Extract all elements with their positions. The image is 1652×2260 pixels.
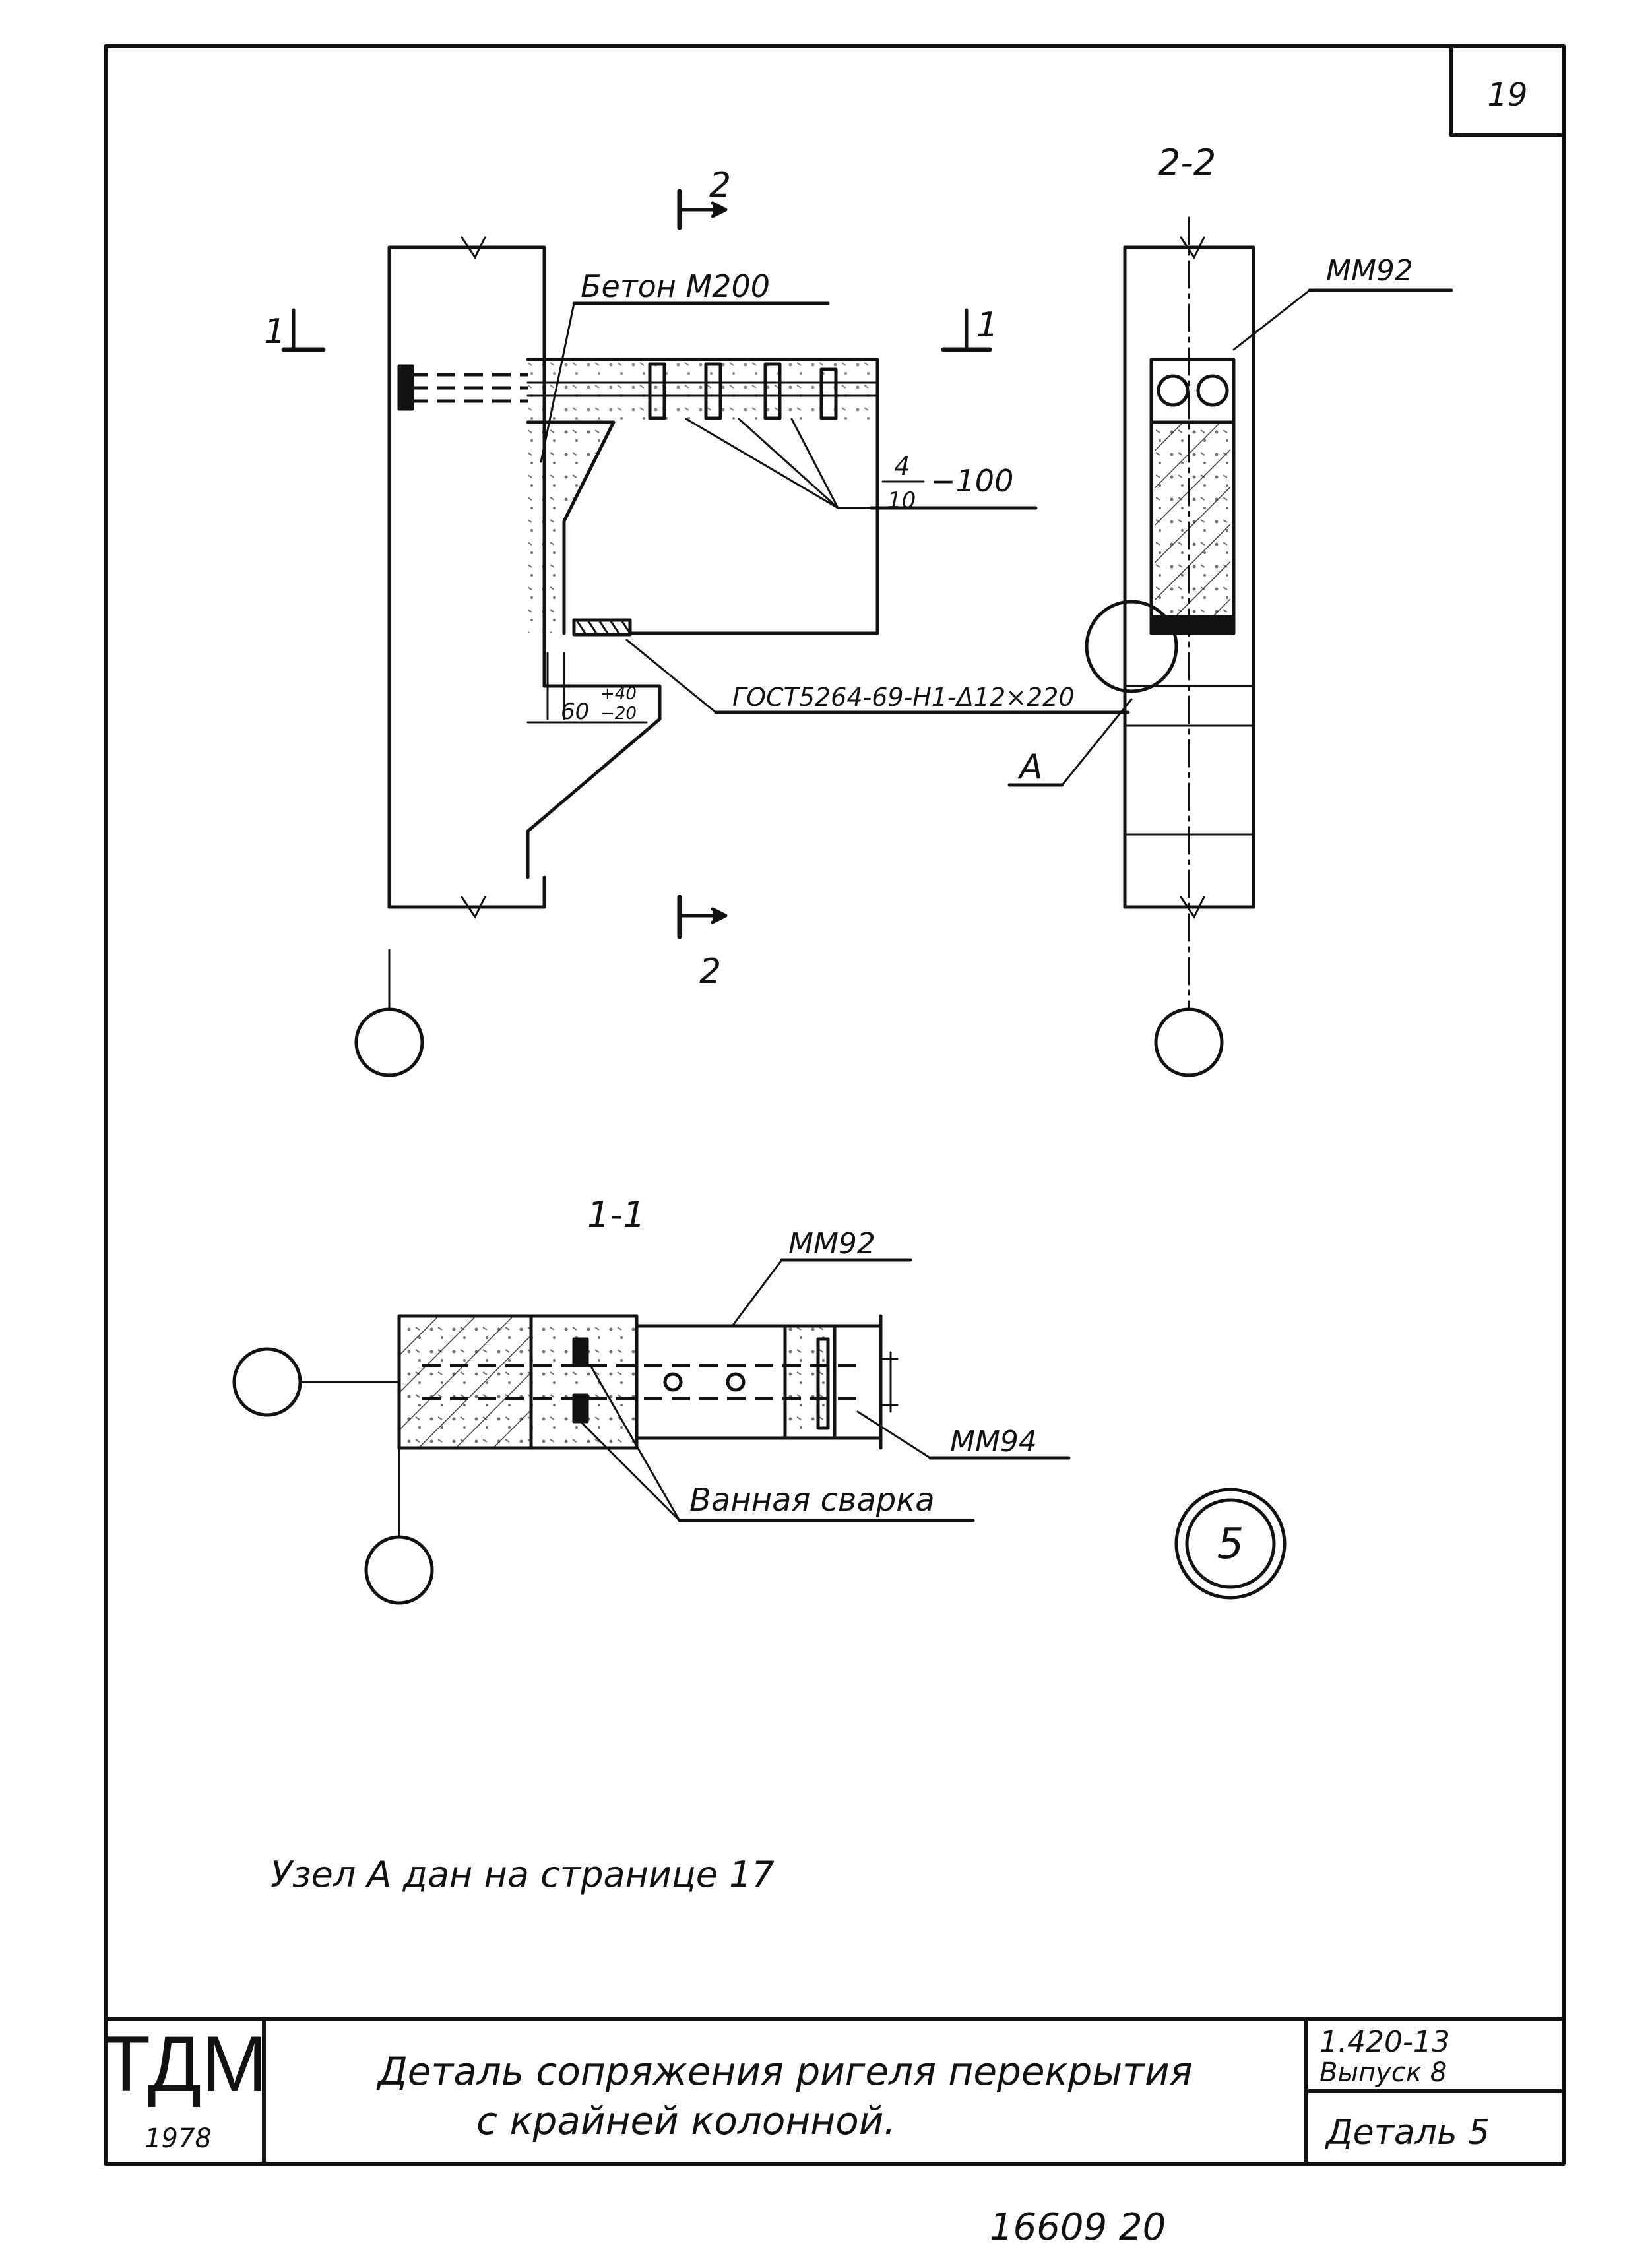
series-number: 1.420-13 <box>1319 2025 1450 2059</box>
tdm-logo: ТДМ <box>102 2020 268 2108</box>
section-2-label-top: 2 <box>709 166 731 205</box>
detail-mark <box>1174 1488 1287 1600</box>
section-1-1-view <box>232 1258 1071 1605</box>
gap-tolerance-top: +40 <box>600 684 637 704</box>
issue-number: Выпуск 8 <box>1319 2057 1447 2088</box>
rebar-denominator: 10 <box>887 487 916 514</box>
archive-number: 16609 20 <box>990 2206 1166 2249</box>
mm94-label: ММ94 <box>950 1425 1037 1459</box>
sheet-frame <box>104 44 1566 2166</box>
main-elevation-view <box>281 189 1130 1077</box>
rebar-step: −100 <box>930 463 1013 499</box>
title-line-1: Деталь сопряжения ригеля перекрытия <box>375 2049 1192 2094</box>
section-2-2-view <box>1007 216 1453 1077</box>
rebar-numerator: 4 <box>894 452 910 481</box>
mm92-label-2-2: ММ92 <box>1326 254 1413 288</box>
concrete-grade-label: Бетон М200 <box>581 268 770 304</box>
plate-gost-label: ГОСТ5264-69-Н1-Δ12×220 <box>732 683 1075 712</box>
gap-dimension: 60 <box>561 699 589 725</box>
gap-tolerance-bottom: −20 <box>600 704 637 724</box>
bath-weld-label: Ванная сварка <box>689 1482 935 1519</box>
section-1-1-title: 1-1 <box>587 1194 645 1236</box>
mm92-label-1-1: ММ92 <box>788 1227 875 1261</box>
node-reference-note: Узел А дан на странице 17 <box>270 1854 775 1895</box>
title-line-2: с крайней колонной. <box>476 2098 896 2143</box>
node-a-label: А <box>1017 747 1043 787</box>
section-2-2-title: 2-2 <box>1158 142 1216 183</box>
detail-number: Деталь 5 <box>1325 2113 1490 2152</box>
section-2-label-bottom: 2 <box>699 952 721 991</box>
detail-mark-number: 5 <box>1217 1520 1244 1569</box>
title-year: 1978 <box>144 2123 212 2154</box>
section-1-label-left: 1 <box>264 312 286 352</box>
section-1-label-right: 1 <box>976 305 998 345</box>
page-number: 19 <box>1487 77 1527 113</box>
